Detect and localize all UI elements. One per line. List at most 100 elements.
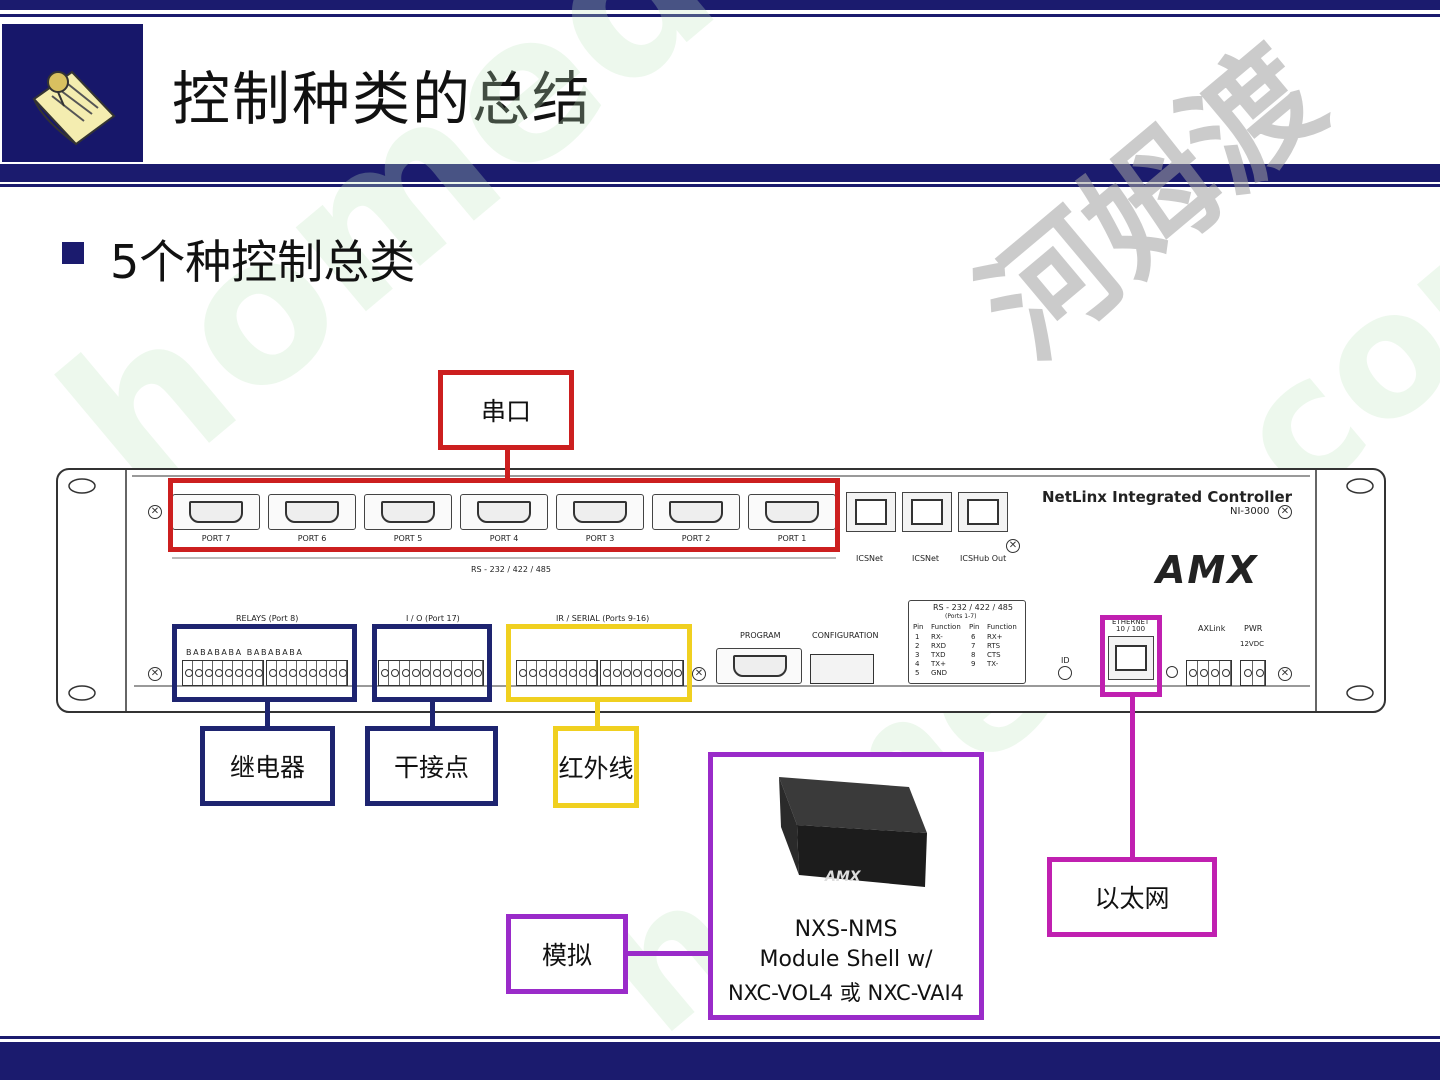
title-under-band bbox=[0, 164, 1440, 182]
pin-cell: RX- bbox=[931, 633, 943, 641]
icsnet-jack bbox=[846, 492, 896, 532]
module-line-1: NXS-NMS bbox=[794, 917, 898, 942]
pin-cell: 5 bbox=[915, 669, 920, 677]
serial-connector-line bbox=[505, 446, 510, 478]
serial-highlight-frame bbox=[168, 478, 840, 552]
icshub-jack bbox=[958, 492, 1008, 532]
ir-connector-line bbox=[595, 702, 600, 728]
serial-port-6 bbox=[268, 494, 356, 530]
ethernet-speed: 10 / 100 bbox=[1116, 625, 1146, 633]
bullet-text: 5个种控制总类 bbox=[110, 235, 416, 289]
ethernet-jack bbox=[1108, 636, 1154, 680]
pin-col-pin-1: Pin bbox=[913, 623, 924, 631]
screw-icon: ✕ bbox=[148, 505, 162, 519]
top-band bbox=[0, 0, 1440, 10]
screw-icon: ✕ bbox=[148, 667, 162, 681]
page-title: 控制种类的总结 bbox=[172, 65, 593, 133]
pin-cell: RXD bbox=[931, 642, 947, 650]
pin-cell: 8 bbox=[971, 651, 976, 659]
module-line-3: NXC-VOL4 或 NXC-VAI4 bbox=[727, 981, 965, 1005]
analog-connector-line bbox=[628, 951, 710, 956]
ethernet-label: ETHERNET bbox=[1112, 618, 1150, 626]
io-terminal bbox=[378, 660, 484, 686]
pwr-label: PWR bbox=[1244, 624, 1263, 633]
ethernet-callout: 以太网 bbox=[1047, 857, 1217, 937]
bottom-band bbox=[0, 1042, 1440, 1080]
config-port bbox=[810, 654, 874, 684]
pin-col-func-2: Function bbox=[987, 623, 1017, 631]
io-highlight-frame bbox=[372, 624, 492, 702]
model-name: NI-3000 bbox=[1230, 506, 1270, 517]
relay-connector-line bbox=[265, 702, 270, 728]
ir-terminal-b bbox=[600, 660, 684, 686]
id-label: ID bbox=[1061, 656, 1070, 665]
slide-logo-box bbox=[0, 22, 145, 164]
bottom-thin-line bbox=[0, 1036, 1440, 1039]
title-under-thin bbox=[0, 184, 1440, 187]
icshub-label: ICSHub Out bbox=[960, 554, 1007, 563]
axlink-label: AXLink bbox=[1198, 624, 1226, 633]
serial-port-label: PORT 5 bbox=[393, 534, 423, 543]
pin-table-title: RS - 232 / 422 / 485 bbox=[933, 603, 1013, 612]
pwr-volt: 12VDC bbox=[1240, 640, 1264, 648]
pwr-terminal bbox=[1240, 660, 1266, 686]
rs-label: RS - 232 / 422 / 485 bbox=[471, 565, 551, 574]
screw-icon: ✕ bbox=[1278, 505, 1292, 519]
serial-port-4 bbox=[460, 494, 548, 530]
ir-highlight-frame bbox=[506, 624, 692, 702]
pin-cell: 6 bbox=[971, 633, 976, 641]
serial-port-label: PORT 1 bbox=[777, 534, 807, 543]
module-shell-image bbox=[779, 777, 927, 887]
serial-port-1 bbox=[748, 494, 836, 530]
pin-cell: 1 bbox=[915, 633, 920, 641]
pin-cell: 2 bbox=[915, 642, 920, 650]
program-port bbox=[716, 648, 802, 684]
relay-terminal-a bbox=[182, 660, 264, 686]
axlink-terminal bbox=[1186, 660, 1232, 686]
io-label: I / O (Port 17) bbox=[406, 614, 460, 623]
brand-line: NetLinx Integrated Controller bbox=[1042, 488, 1293, 506]
program-label: PROGRAM bbox=[740, 631, 781, 640]
io-connector-line bbox=[430, 702, 435, 728]
ethernet-connector-line bbox=[1130, 697, 1135, 859]
screw-icon: ✕ bbox=[692, 667, 706, 681]
ir-callout: 红外线 bbox=[553, 726, 639, 808]
serial-port-label: PORT 7 bbox=[201, 534, 231, 543]
note-icon bbox=[32, 70, 116, 146]
pin-cell: 3 bbox=[915, 651, 920, 659]
pin-cell: RTS bbox=[987, 642, 1001, 650]
axlink-led bbox=[1166, 666, 1178, 678]
icsnet-label: ICSNet bbox=[856, 554, 884, 563]
pin-col-func-1: Function bbox=[931, 623, 961, 631]
pin-table: RS - 232 / 422 / 485 (Ports 1-7) Pin Fun… bbox=[908, 600, 1026, 684]
module-box: AMX NXS-NMS Module Shell w/ NXC-VOL4 或 N… bbox=[708, 752, 984, 1020]
dry-contact-callout: 干接点 bbox=[365, 726, 498, 806]
icsnet-jack bbox=[902, 492, 952, 532]
analog-callout: 模拟 bbox=[506, 914, 628, 994]
top-thin-line bbox=[0, 14, 1440, 17]
module-line-2: Module Shell w/ bbox=[759, 947, 933, 972]
relay-highlight-frame bbox=[172, 624, 357, 702]
screw-icon: ✕ bbox=[1006, 539, 1020, 553]
icsnet-label: ICSNet bbox=[912, 554, 940, 563]
serial-port-label: PORT 6 bbox=[297, 534, 327, 543]
controller-panel: ✕ ✕ ✕ ✕ ✕ PORT 7 PORT 6 PORT 5 PORT 4 PO… bbox=[56, 468, 1386, 713]
bullet-square bbox=[62, 242, 84, 264]
configuration-label: CONFIGURATION bbox=[812, 631, 879, 640]
relay-callout: 继电器 bbox=[200, 726, 335, 806]
module-amx-logo: AMX bbox=[825, 869, 861, 885]
ir-label: IR / SERIAL (Ports 9-16) bbox=[556, 614, 650, 623]
serial-port-3 bbox=[556, 494, 644, 530]
ir-terminal-a bbox=[516, 660, 598, 686]
pin-cell: TX+ bbox=[931, 660, 946, 668]
pin-table-sub: (Ports 1-7) bbox=[945, 613, 977, 620]
pin-cell: 7 bbox=[971, 642, 976, 650]
pin-cell: TXD bbox=[931, 651, 946, 659]
serial-port-label: PORT 3 bbox=[585, 534, 615, 543]
pin-cell: GND bbox=[931, 669, 948, 677]
relay-ab-letters: BABABABA BABABABA bbox=[186, 648, 304, 657]
screw-icon: ✕ bbox=[1278, 667, 1292, 681]
serial-port-label: PORT 4 bbox=[489, 534, 519, 543]
relay-terminal-b bbox=[266, 660, 348, 686]
pin-cell: TX- bbox=[987, 660, 999, 668]
